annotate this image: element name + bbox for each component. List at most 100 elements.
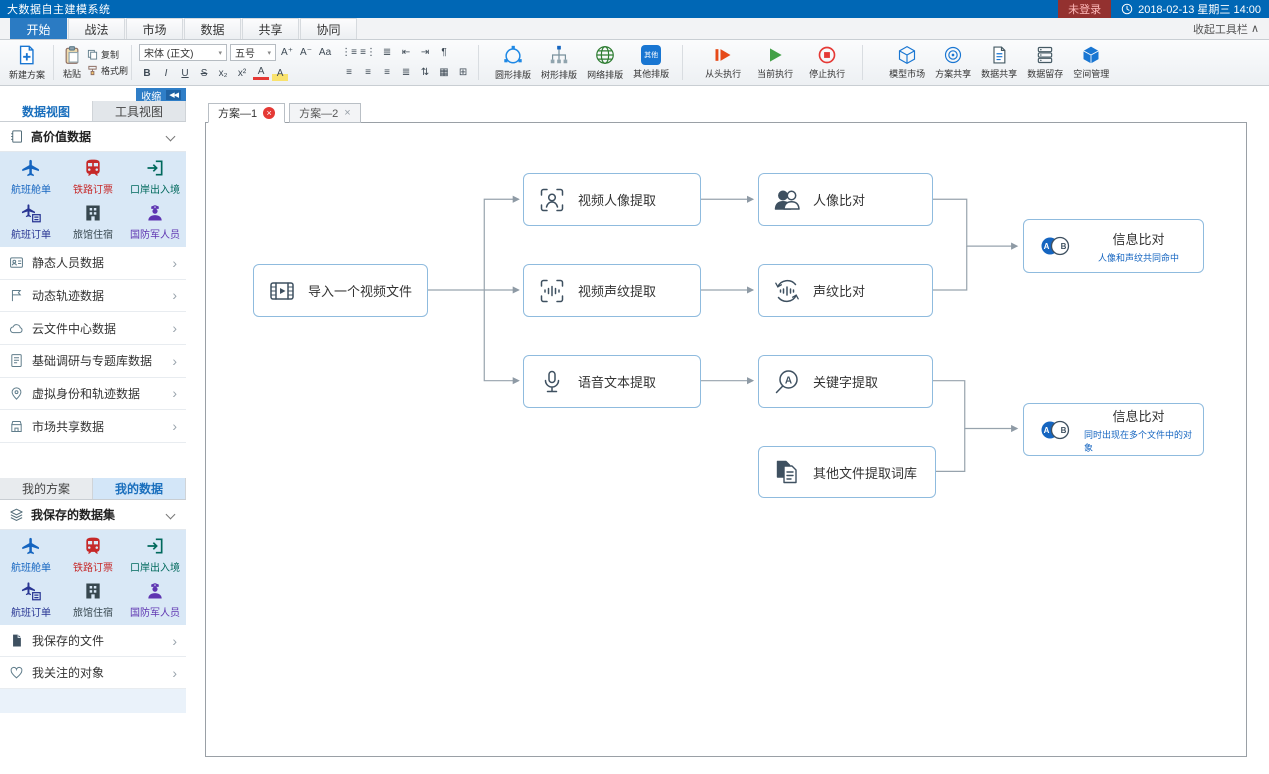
node-label: 信息比对 xyxy=(1112,408,1165,424)
new-scheme-button[interactable]: 新建方案 xyxy=(4,41,50,84)
node-keyword-extract[interactable]: A 关键字提取 xyxy=(758,355,933,408)
collapse-toolbar-button[interactable]: 收起工具栏 ∧ xyxy=(1193,18,1269,39)
menu-bar: 开始 战法 市场 数据 共享 协同 收起工具栏 ∧ xyxy=(0,18,1269,40)
data-item-rail-ticket[interactable]: 铁路订票 xyxy=(62,532,124,578)
category-basic-research-thematic-data[interactable]: 基础调研与专题库数据 › xyxy=(0,345,186,378)
underline-button[interactable]: U xyxy=(181,67,189,79)
data-item-flight-manifest[interactable]: 航班舱单 xyxy=(0,154,62,200)
close-tab-icon[interactable]: × xyxy=(344,106,351,119)
my-saved-files-row[interactable]: 我保存的文件 › xyxy=(0,625,186,657)
data-item-hotel-stay[interactable]: 旅馆住宿 xyxy=(62,578,124,624)
menu-tab-data[interactable]: 数据 xyxy=(184,18,241,39)
decrease-indent-button[interactable]: ⇤ xyxy=(401,47,411,58)
strikethrough-button[interactable]: S xyxy=(200,67,208,79)
close-tab-icon[interactable]: × xyxy=(263,107,276,119)
network-layout-button[interactable]: 网络排版 xyxy=(582,41,628,84)
increase-indent-button[interactable]: ⇥ xyxy=(420,47,430,58)
paragraph-mark-button[interactable]: ¶ xyxy=(441,47,447,58)
run-current-button[interactable]: 当前执行 xyxy=(752,41,798,84)
subscript-button[interactable]: x₂ xyxy=(218,67,228,79)
category-static-personnel-data[interactable]: 静态人员数据 › xyxy=(0,247,186,280)
menu-tab-collab[interactable]: 协同 xyxy=(300,18,357,39)
scheme-tab-1[interactable]: 方案—1 × xyxy=(208,103,286,123)
scheme-share-button[interactable]: 方案共享 xyxy=(930,41,976,84)
category-market-shared-data[interactable]: 市场共享数据 › xyxy=(0,410,186,443)
other-layout-button[interactable]: 其他 其他排版 xyxy=(628,41,674,84)
paste-button[interactable]: 粘贴 xyxy=(57,41,87,84)
align-center-button[interactable]: ≡ xyxy=(365,67,371,78)
category-label: 基础调研与专题库数据 xyxy=(32,354,153,369)
data-item-flight-order[interactable]: 航班订单 xyxy=(0,578,62,624)
left-sidebar: 收缩 ◀◀ 数据视图 工具视图 高价值数据 航班舱单 铁路订 xyxy=(0,86,186,774)
data-item-military-personnel[interactable]: 国防军人员 xyxy=(124,200,186,246)
multilevel-list-button[interactable]: ≣ xyxy=(382,47,392,58)
node-other-files-lexicon[interactable]: 其他文件提取词库 xyxy=(758,446,936,498)
node-face-compare[interactable]: 人像比对 xyxy=(758,173,933,226)
bullets-button[interactable]: ⋮≡ xyxy=(341,47,357,58)
align-left-button[interactable]: ≡ xyxy=(346,67,352,78)
menu-tab-tactics[interactable]: 战法 xyxy=(68,18,125,39)
italic-button[interactable]: I xyxy=(164,67,168,79)
menu-tab-start[interactable]: 开始 xyxy=(10,18,67,39)
my-followed-objects-row[interactable]: 我关注的对象 › xyxy=(0,657,186,689)
borders-button[interactable]: ⊞ xyxy=(458,67,468,78)
data-share-button[interactable]: 数据共享 xyxy=(976,41,1022,84)
font-size-select[interactable]: 五号 ▾ xyxy=(230,44,277,61)
highlight-button[interactable]: A xyxy=(272,65,289,81)
menu-tab-market[interactable]: 市场 xyxy=(126,18,183,39)
grow-font-button[interactable]: A⁺ xyxy=(281,47,293,58)
file-icon xyxy=(13,634,21,647)
category-virtual-identity-trajectory-data[interactable]: 虚拟身份和轨迹数据 › xyxy=(0,377,186,411)
high-value-data-header[interactable]: 高价值数据 xyxy=(0,122,186,152)
data-item-hotel-stay[interactable]: 旅馆住宿 xyxy=(62,200,124,246)
bold-button[interactable]: B xyxy=(143,67,151,79)
stop-run-button[interactable]: 停止执行 xyxy=(804,41,850,84)
align-right-button[interactable]: ≡ xyxy=(384,67,390,78)
data-item-flight-order[interactable]: 航班订单 xyxy=(0,200,62,246)
category-dynamic-trajectory-data[interactable]: 动态轨迹数据 › xyxy=(0,279,186,313)
justify-button[interactable]: ≣ xyxy=(401,67,411,78)
login-status-badge[interactable]: 未登录 xyxy=(1058,0,1112,18)
data-item-border-entry-exit[interactable]: 口岸出入境 xyxy=(124,154,186,200)
tab-tool-view[interactable]: 工具视图 xyxy=(93,101,186,121)
menu-tab-share[interactable]: 共享 xyxy=(242,18,299,39)
circle-layout-button[interactable]: 圆形排版 xyxy=(490,41,536,84)
copy-button[interactable]: 复制 xyxy=(87,48,128,61)
line-spacing-button[interactable]: ⇅ xyxy=(420,67,430,78)
data-item-military-personnel[interactable]: 国防军人员 xyxy=(124,578,186,624)
tree-layout-button[interactable]: 树形排版 xyxy=(536,41,582,84)
category-cloud-file-center-data[interactable]: 云文件中心数据 › xyxy=(0,312,186,345)
node-video-face-extract[interactable]: 视频人像提取 xyxy=(523,173,701,226)
soldier-icon xyxy=(148,583,162,599)
numbering-button[interactable]: ≡⋮ xyxy=(360,47,376,58)
data-item-flight-manifest[interactable]: 航班舱单 xyxy=(0,532,62,578)
tab-data-view[interactable]: 数据视图 xyxy=(0,101,93,121)
saved-datasets-header[interactable]: 我保存的数据集 xyxy=(0,500,186,530)
run-from-start-button[interactable]: 从头执行 xyxy=(700,41,746,84)
font-color-button[interactable]: A xyxy=(253,66,270,80)
collapse-sidebar-button[interactable]: 收缩 ◀◀ xyxy=(136,88,186,103)
data-item-border-entry-exit[interactable]: 口岸出入境 xyxy=(124,532,186,578)
node-video-voiceprint-extract[interactable]: 视频声纹提取 xyxy=(523,264,701,317)
node-speech-text-extract[interactable]: 语音文本提取 xyxy=(523,355,701,408)
scheme-tab-2[interactable]: 方案—2 × xyxy=(289,103,361,123)
tab-my-data[interactable]: 我的数据 xyxy=(93,478,186,499)
change-case-button[interactable]: Aa xyxy=(318,47,332,58)
space-manage-button[interactable]: 空间管理 xyxy=(1068,41,1114,84)
tab-my-schemes[interactable]: 我的方案 xyxy=(0,478,93,499)
data-item-rail-ticket[interactable]: 铁路订票 xyxy=(62,154,124,200)
data-retain-button[interactable]: 数据留存 xyxy=(1022,41,1068,84)
superscript-button[interactable]: x² xyxy=(237,67,247,79)
format-painter-button[interactable]: 格式刷 xyxy=(87,64,128,77)
font-size-value: 五号 xyxy=(235,49,256,60)
node-voiceprint-compare[interactable]: 声纹比对 xyxy=(758,264,933,317)
shrink-font-button[interactable]: A⁻ xyxy=(300,47,312,58)
shading-button[interactable]: ▦ xyxy=(439,67,449,78)
node-import-video[interactable]: 导入一个视频文件 xyxy=(253,264,428,317)
model-market-button[interactable]: 模型市场 xyxy=(884,41,930,84)
font-name-select[interactable]: 宋体 (正文) ▾ xyxy=(139,44,228,61)
airplane-ticket-icon xyxy=(21,582,41,601)
flow-canvas[interactable]: 导入一个视频文件 视频人像提取 视频声纹提取 语音文本提取 人像比对 声纹比对 … xyxy=(205,122,1247,757)
